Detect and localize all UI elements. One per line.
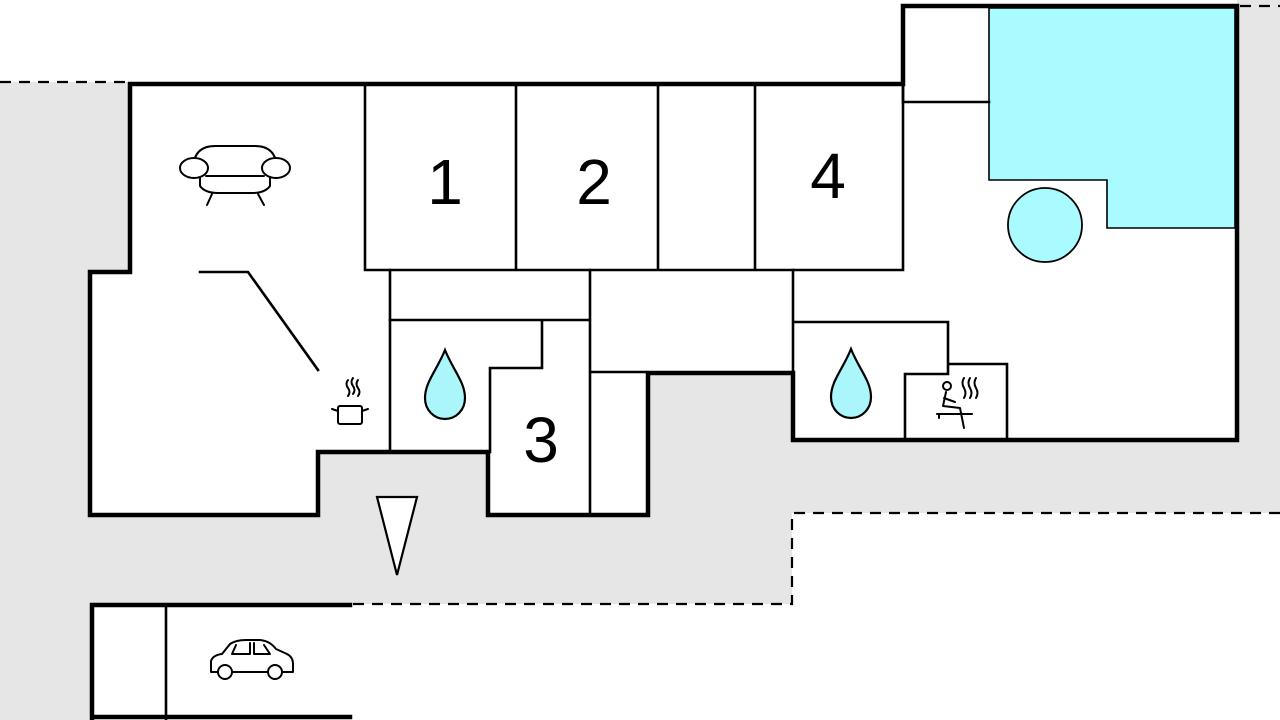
cooking-pot-icon [331,377,369,425]
dashed-line-terrace [352,511,1280,606]
house-outline [87,3,1240,518]
garage-outline [89,602,353,720]
bathroom-b-walls [791,268,1009,442]
exterior-walls [87,3,1240,720]
hall-walls [388,268,648,517]
sauna-icon [936,377,979,429]
entrance-arrow-icon [375,495,419,576]
whirlpool-icon [1007,187,1083,263]
interior-walls [164,82,1009,720]
water-drop-icon [423,347,467,421]
room-label-4: 4 [810,140,846,212]
room-label-3: 3 [523,404,559,476]
water-drop-icon [829,346,873,420]
kitchen-counter [198,270,320,372]
garage-floor [92,605,348,720]
property-lines [0,4,1280,606]
room-label-2: 2 [576,146,612,218]
sofa-icon [179,145,291,206]
bedroom-row-walls [363,84,905,272]
pool-area-walls [901,82,991,104]
car-icon [210,639,294,680]
room-label-1: 1 [427,146,463,218]
